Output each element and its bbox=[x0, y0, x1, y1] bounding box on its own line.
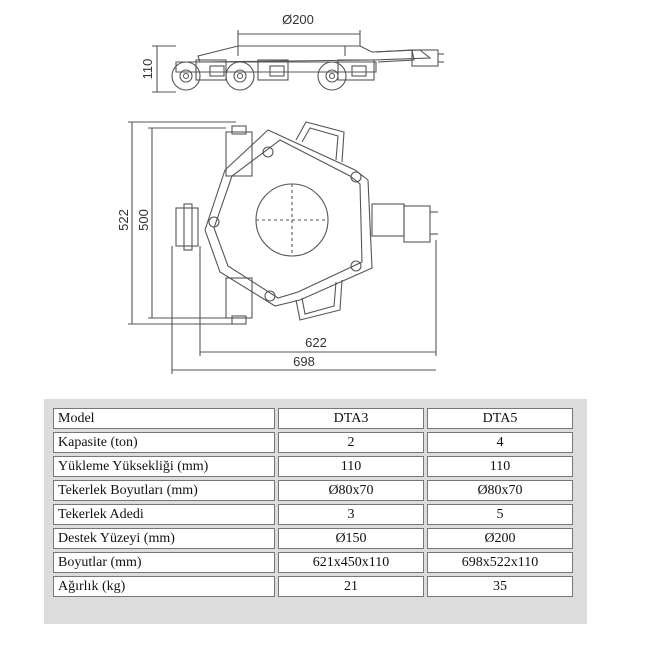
table-cell: 21 bbox=[278, 576, 424, 597]
technical-drawing: Ø200 110 522 500 622 698 bbox=[116, 12, 444, 374]
table-cell: 110 bbox=[278, 456, 424, 477]
table-row: Tekerlek Adedi 3 5 bbox=[53, 504, 573, 525]
table-row: Destek Yüzeyi (mm) Ø150 Ø200 bbox=[53, 528, 573, 549]
dim-plan-width-inner: 622 bbox=[305, 335, 327, 350]
plan-view bbox=[175, 121, 438, 325]
table-cell: Kapasite (ton) bbox=[53, 432, 275, 453]
table-cell: Ø150 bbox=[278, 528, 424, 549]
table-cell: Model bbox=[53, 408, 275, 429]
table-row: Model DTA3 DTA5 bbox=[53, 408, 573, 429]
spec-table-frame: Model DTA3 DTA5 Kapasite (ton) 2 4 Yükle… bbox=[44, 399, 587, 624]
dim-plan-height-outer: 522 bbox=[116, 209, 131, 231]
dim-top-diameter: Ø200 bbox=[282, 12, 314, 27]
table-row: Kapasite (ton) 2 4 bbox=[53, 432, 573, 453]
table-cell: Tekerlek Boyutları (mm) bbox=[53, 480, 275, 501]
table-cell: DTA3 bbox=[278, 408, 424, 429]
table-cell: Tekerlek Adedi bbox=[53, 504, 275, 525]
table-cell: 5 bbox=[427, 504, 573, 525]
table-row: Tekerlek Boyutları (mm) Ø80x70 Ø80x70 bbox=[53, 480, 573, 501]
dim-side-height: 110 bbox=[140, 59, 155, 80]
table-row: Boyutlar (mm) 621x450x110 698x522x110 bbox=[53, 552, 573, 573]
dim-plan-width-outer: 698 bbox=[293, 354, 315, 369]
table-cell: Ø80x70 bbox=[278, 480, 424, 501]
table-cell: 110 bbox=[427, 456, 573, 477]
table-cell: Ø80x70 bbox=[427, 480, 573, 501]
side-view bbox=[171, 45, 444, 91]
table-cell: Ağırlık (kg) bbox=[53, 576, 275, 597]
table-cell: 698x522x110 bbox=[427, 552, 573, 573]
table-row: Ağırlık (kg) 21 35 bbox=[53, 576, 573, 597]
table-cell: 3 bbox=[278, 504, 424, 525]
table-cell: DTA5 bbox=[427, 408, 573, 429]
table-cell: 621x450x110 bbox=[278, 552, 424, 573]
dim-plan-height-inner: 500 bbox=[136, 209, 151, 231]
table-cell: Destek Yüzeyi (mm) bbox=[53, 528, 275, 549]
table-cell: 35 bbox=[427, 576, 573, 597]
table-cell: Ø200 bbox=[427, 528, 573, 549]
table-cell: 4 bbox=[427, 432, 573, 453]
spec-table: Model DTA3 DTA5 Kapasite (ton) 2 4 Yükle… bbox=[50, 405, 576, 600]
table-cell: Boyutlar (mm) bbox=[53, 552, 275, 573]
table-row: Yükleme Yüksekliği (mm) 110 110 bbox=[53, 456, 573, 477]
table-cell: 2 bbox=[278, 432, 424, 453]
table-cell: Yükleme Yüksekliği (mm) bbox=[53, 456, 275, 477]
